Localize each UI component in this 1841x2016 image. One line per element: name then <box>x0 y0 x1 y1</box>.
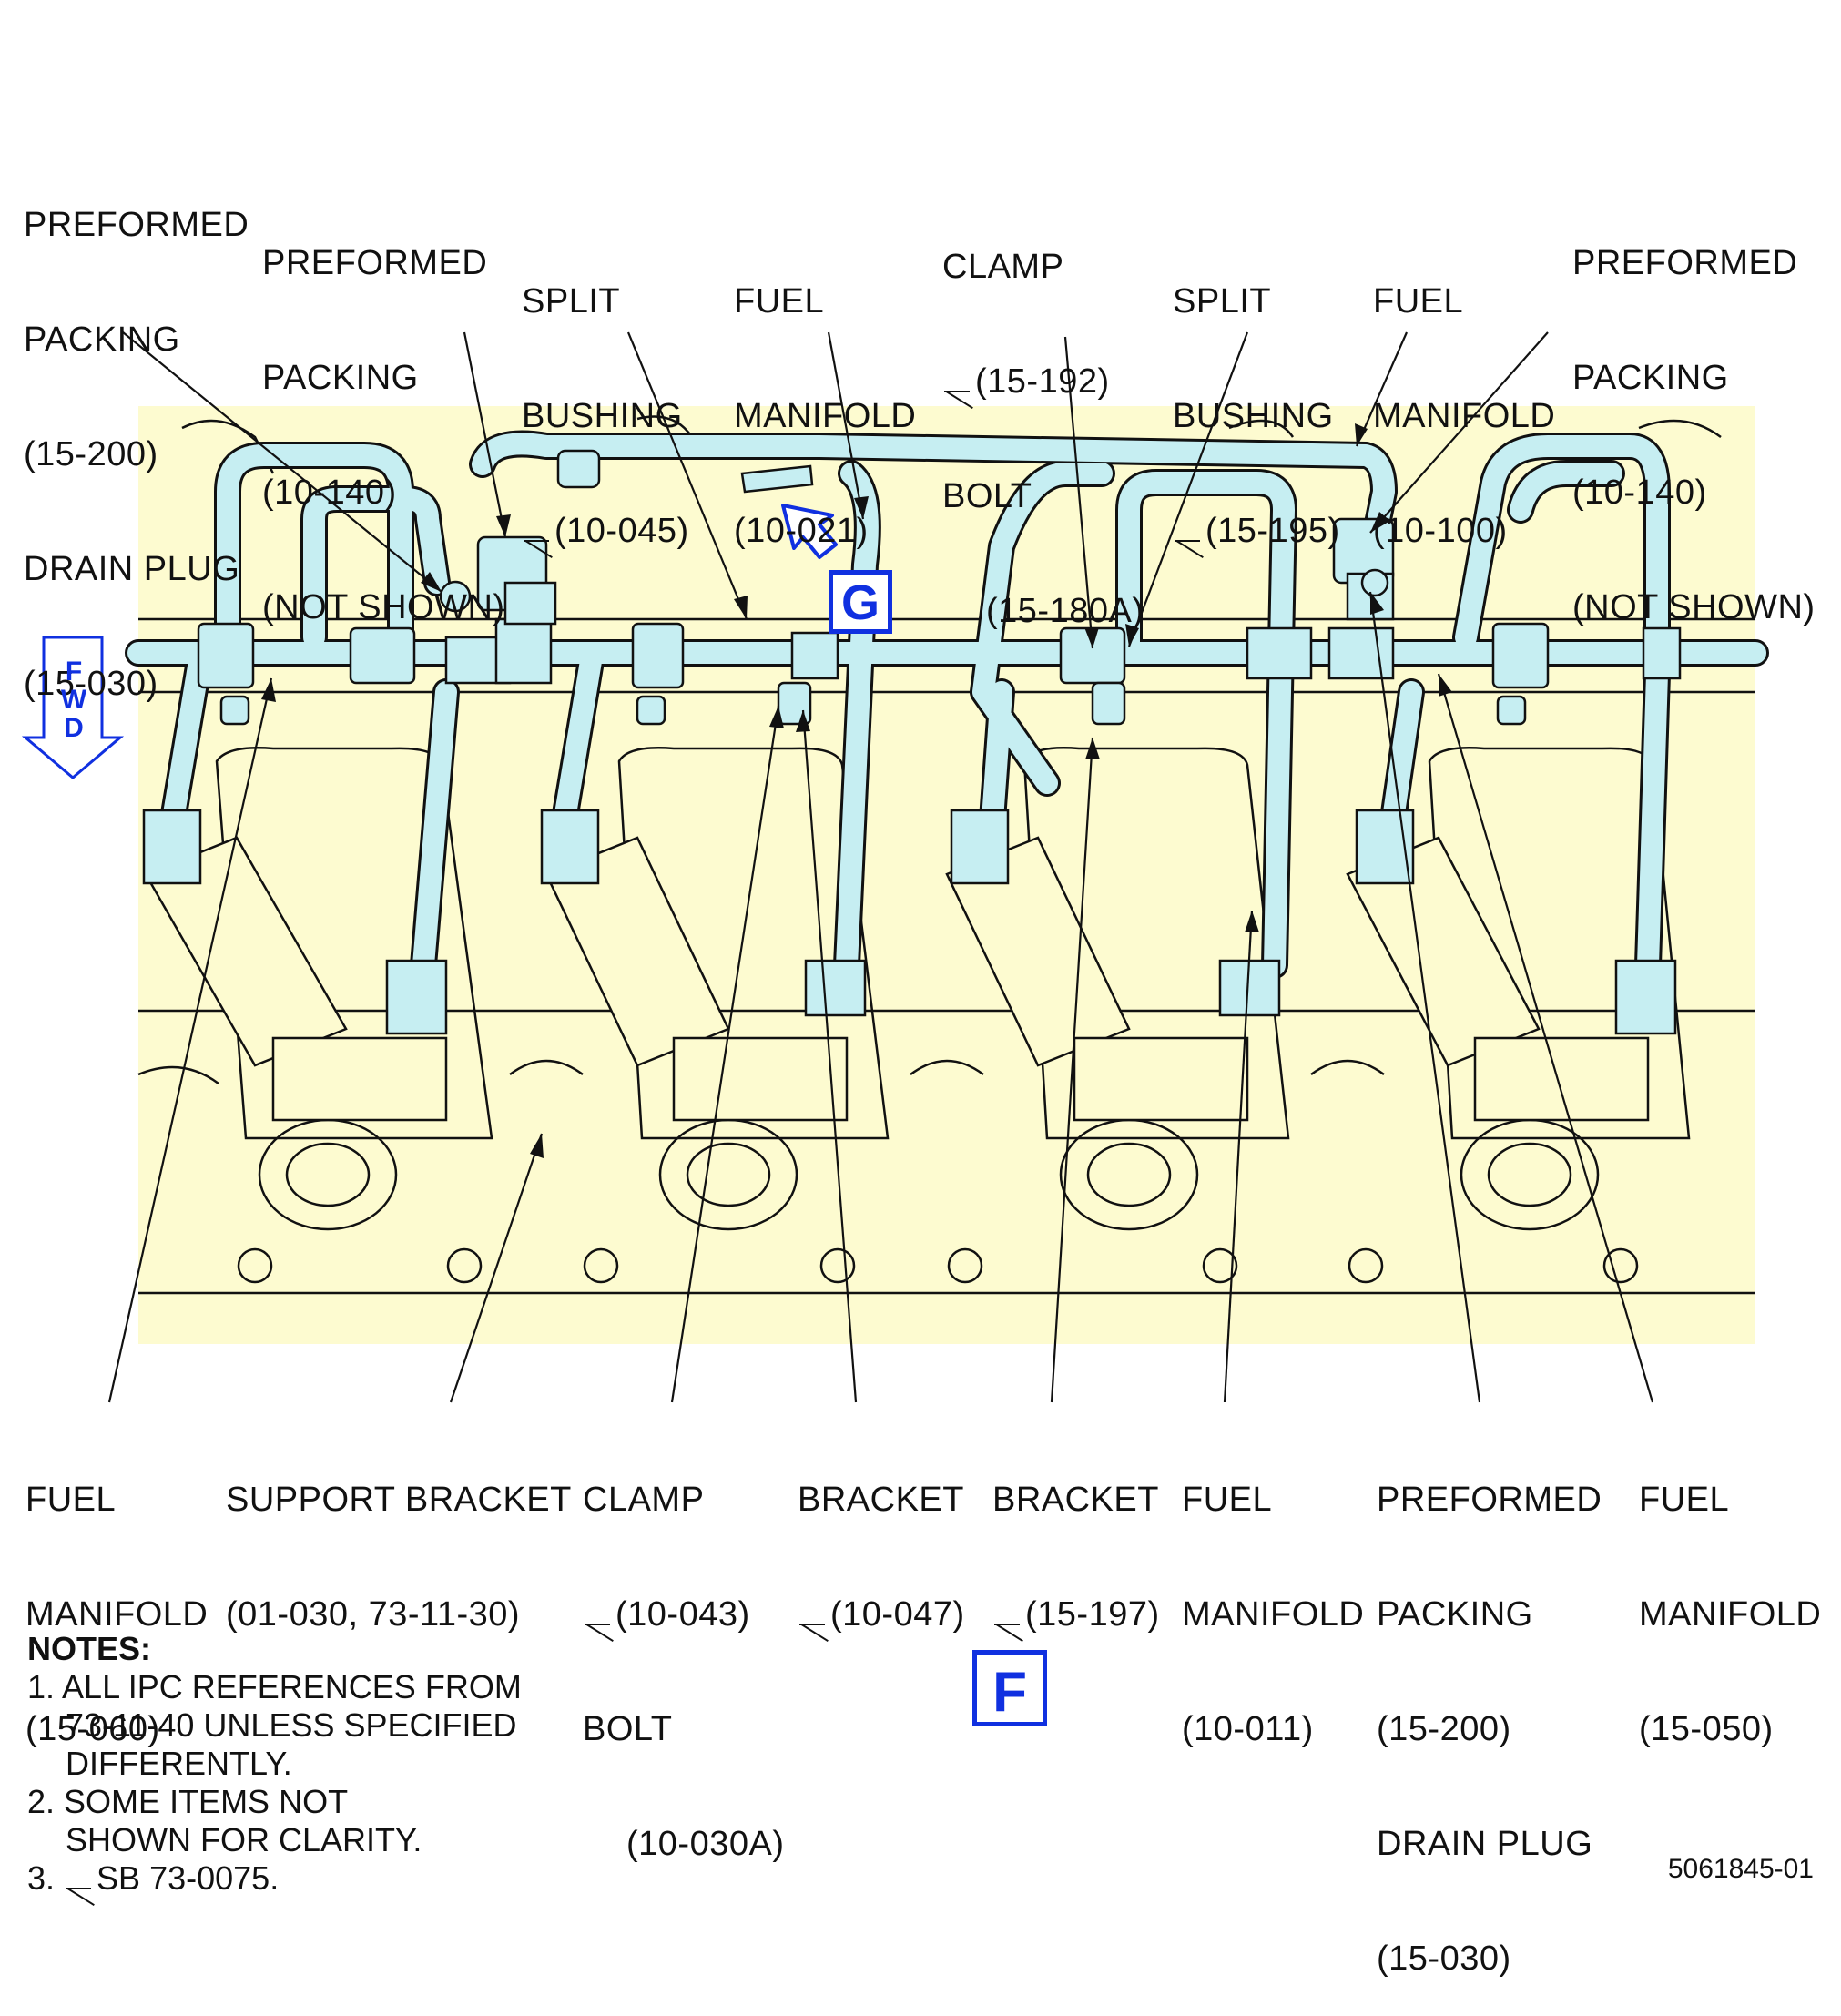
label-bracket-10-047: BRACKET (10-047) <box>798 1481 965 1634</box>
view-g-marker: G <box>829 570 892 634</box>
label-fuel-manifold-10-021: FUEL MANIFOLD (10-021) <box>734 282 917 550</box>
label-preformed-packing-15-200-top: PREFORMED PACKING (15-200) DRAIN PLUG (1… <box>24 206 249 703</box>
engine-drawing <box>21 331 1769 1403</box>
label-preformed-packing-10-140-left: PREFORMED PACKING (10-140) (NOT SHOWN) <box>262 244 505 626</box>
note-2: 2. SOME ITEMS NOT <box>27 1783 349 1820</box>
label-support-bracket: SUPPORT BRACKET (01-030, 73-11-30) <box>226 1481 572 1634</box>
effectivity-mark-icon <box>583 1604 612 1629</box>
view-f-marker: F <box>972 1650 1047 1726</box>
label-fuel-manifold-15-050: FUEL MANIFOLD (15-050) <box>1639 1481 1822 1748</box>
notes-block: NOTES: 1. ALL IPC REFERENCES FROM 73-11-… <box>27 1630 522 1897</box>
figure-number: 5061845-01 <box>1667 1854 1814 1884</box>
effectivity-mark-icon <box>64 1868 93 1893</box>
leader-arrowheads <box>261 423 1452 1158</box>
note-1: 1. ALL IPC REFERENCES FROM <box>27 1668 522 1705</box>
label-fuel-manifold-10-011: FUEL MANIFOLD (10-011) <box>1182 1481 1365 1748</box>
effectivity-mark-icon <box>798 1604 827 1629</box>
effectivity-mark-icon <box>522 520 551 545</box>
label-split-bushing-10-045: SPLIT BUSHING (10-045) <box>522 282 689 550</box>
label-preformed-packing-15-200-bottom: PREFORMED PACKING (15-200) DRAIN PLUG (1… <box>1377 1481 1602 1978</box>
label-preformed-packing-10-140-right: PREFORMED PACKING (10-140) (NOT SHOWN) <box>1572 244 1816 626</box>
effectivity-mark-icon <box>942 371 971 396</box>
fuel-tubes <box>125 430 1769 979</box>
leader-lines <box>107 331 1654 1403</box>
view-g-arrow <box>781 504 838 559</box>
label-split-bushing-15-195: SPLIT BUSHING (15-195) <box>1173 282 1340 550</box>
fwd-label: F W D <box>60 657 87 743</box>
note-3: 3. SB 73-0075. <box>27 1859 280 1897</box>
label-fuel-manifold-10-100: FUEL MANIFOLD (10-100) <box>1373 282 1556 550</box>
effectivity-mark-icon <box>1173 520 1202 545</box>
effectivity-mark-icon <box>992 1604 1022 1629</box>
label-bracket-15-197: BRACKET (15-197) <box>992 1481 1160 1634</box>
fwd-arrow <box>21 636 125 779</box>
label-fuel-manifold-15-060: FUEL MANIFOLD (15-060) <box>25 1481 209 1748</box>
label-clamp-15-192: CLAMP (15-192) BOLT (15-180A) <box>942 248 1144 630</box>
label-clamp-10-043: CLAMP (10-043) BOLT (10-030A) <box>583 1481 785 1863</box>
notes-heading: NOTES: <box>27 1630 152 1667</box>
